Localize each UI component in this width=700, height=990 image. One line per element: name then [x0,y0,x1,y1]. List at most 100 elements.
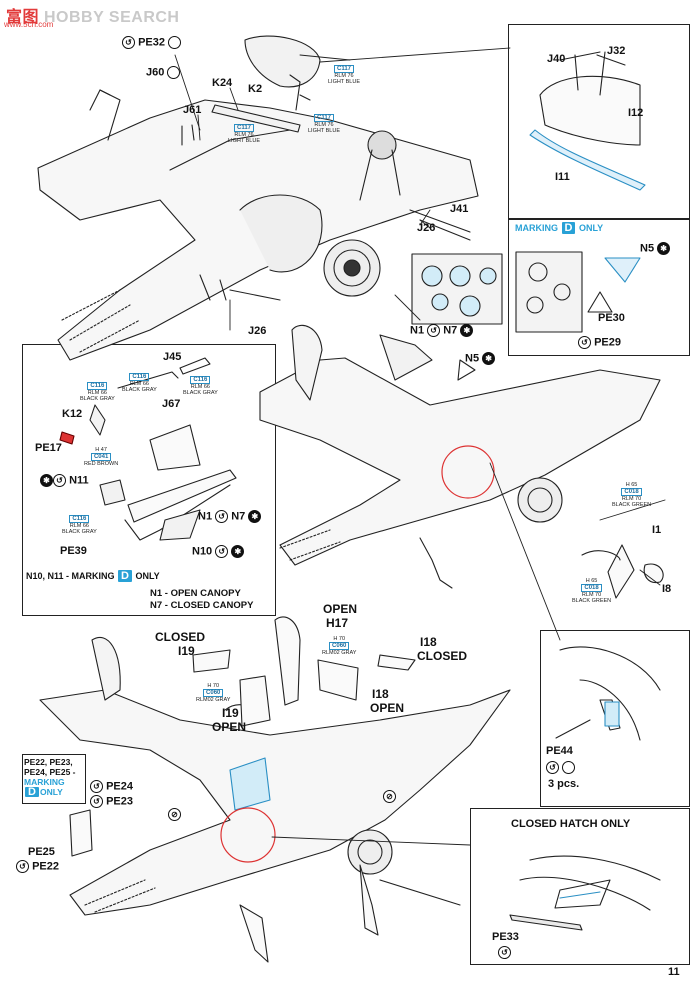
callout-i11: I11 [555,171,570,183]
panel-marking-d-bottom [22,754,86,804]
watermark-prefix: 富 [6,9,23,26]
marking-bottom-line3: MARKING [24,777,65,787]
color-code: C116 [190,376,211,384]
callout-n11-label: N11 [69,474,89,487]
callout-n5-a-label: N5 [640,242,655,255]
callout-n10-label: N10 [192,545,213,558]
cement-glyph-icon: ↺ [53,474,66,487]
color-code: C018 [581,584,602,592]
ring-icon [168,36,182,49]
cement-glyph-icon: ↺ [90,780,103,793]
callout-pe25: PE25 [28,846,55,858]
cement-glyph-icon: ↺ [215,510,229,523]
callout-pe32-label: PE32 [138,36,165,49]
callout-pe33: PE33 [492,931,519,943]
label-closed-i19: CLOSED [155,630,206,644]
color-desc: BLACK GRAY [80,396,115,402]
pe44-detail-drawing [555,646,661,741]
callout-pe29: ↺ PE29 [578,336,621,349]
color-pre: H 70 [207,683,220,689]
watermark-site: HOBBY SEARCH [43,9,180,26]
color-name: RLM02 GRAY [322,650,357,656]
cement-glyph-icon: ↺ [215,545,229,558]
marking-bottom-suffix: ONLY [39,787,63,797]
callout-n5-b-label: N5 [465,352,480,365]
callout-n1-n7-b: N1 ↺ N7 ✱ [198,510,262,523]
color-code: C060 [329,642,350,650]
label-open-i19: OPEN [212,720,247,734]
callout-j32: J32 [607,45,626,57]
callout-pe44-pcs: ↺ [546,761,576,774]
color-name: RLM02 GRAY [196,697,231,703]
color-desc: BLACK GREEN [612,502,652,508]
callout-j26-b: J26 [248,325,267,337]
callout-i8: I8 [662,583,672,595]
color-code: C018 [621,488,642,496]
callout-n5-b: N5 ✱ [465,352,496,365]
color-name: RLM 66 [87,390,107,396]
label-open-h17: OPEN [323,602,358,616]
callout-n7b-label: N7 [231,510,246,523]
site-watermark: 富图 HOBBY SEARCH [6,3,179,27]
callout-j41: J41 [450,203,469,215]
color-desc: BLACK GRAY [62,529,97,535]
color-pre: H 47 [95,447,107,453]
page-number: 11 [668,966,680,978]
callout-i18-b: I18 [372,687,389,701]
color-code: C117 [233,124,254,132]
color-name: RLM 76 [334,73,354,79]
no-cement-icon: ✱ [657,242,671,255]
callout-n10: N10 ↺ ✱ [192,545,245,558]
callout-j26-a: J26 [417,222,436,234]
label-closed-i18: CLOSED [417,649,468,663]
callout-pe33-glyph: ↺ [498,946,511,959]
color-code: C117 [313,114,334,122]
watermark-url: www.5ch.com [4,20,54,29]
no-cement-icon: ✱ [482,352,496,365]
callout-pe23: ↺ PE23 [90,795,133,808]
callout-pe29-label: PE29 [594,336,621,349]
decal-sheet-thumbnails [411,251,641,333]
leader-lines [174,47,666,846]
panel-marking-d-top [508,218,690,356]
panel-canopy-left [22,344,276,616]
callout-j67: J67 [162,398,181,410]
aircraft-topview-middle [259,324,664,599]
remove-part-icon: ⊘ [168,808,181,821]
callout-n5-a: N5 ✱ [640,242,671,255]
callout-j60: J60 [146,66,181,79]
panel-canopy-exploded [508,24,690,220]
callout-n1b-label: N1 [198,510,213,523]
color-desc: RED BROWN [84,461,119,467]
callout-i1: I1 [652,524,662,536]
callout-k2: K2 [248,83,263,95]
cement-glyph-icon: ↺ [122,36,135,49]
callout-n7-label: N7 [443,324,458,337]
aircraft-underside-top [37,35,479,361]
color-desc: BLACK GRAY [122,387,157,393]
cement-glyph-icon: ↺ [578,336,591,349]
color-code: C041 [90,453,112,461]
color-name: RLM 70 [621,496,642,502]
callout-pe24-label: PE24 [106,780,133,793]
remove-marker-1: ⊘ [168,808,181,821]
callout-pe23-label: PE23 [106,795,133,808]
color-name: RLM 66 [69,523,89,529]
callout-pe39: PE39 [60,545,87,557]
callout-i19-b: I19 [222,706,239,720]
canopy-legend-line1: N1 - OPEN CANOPY [150,588,241,599]
color-name: RLM 66 [190,384,210,390]
callout-pe22-label: PE22 [32,860,59,873]
color-desc: BLACK GREEN [572,598,612,604]
cement-glyph-icon: ↺ [16,860,29,873]
panel-closed-hatch [470,808,690,965]
callout-n1-n7: N1 ↺ N7 ✱ [410,324,474,337]
